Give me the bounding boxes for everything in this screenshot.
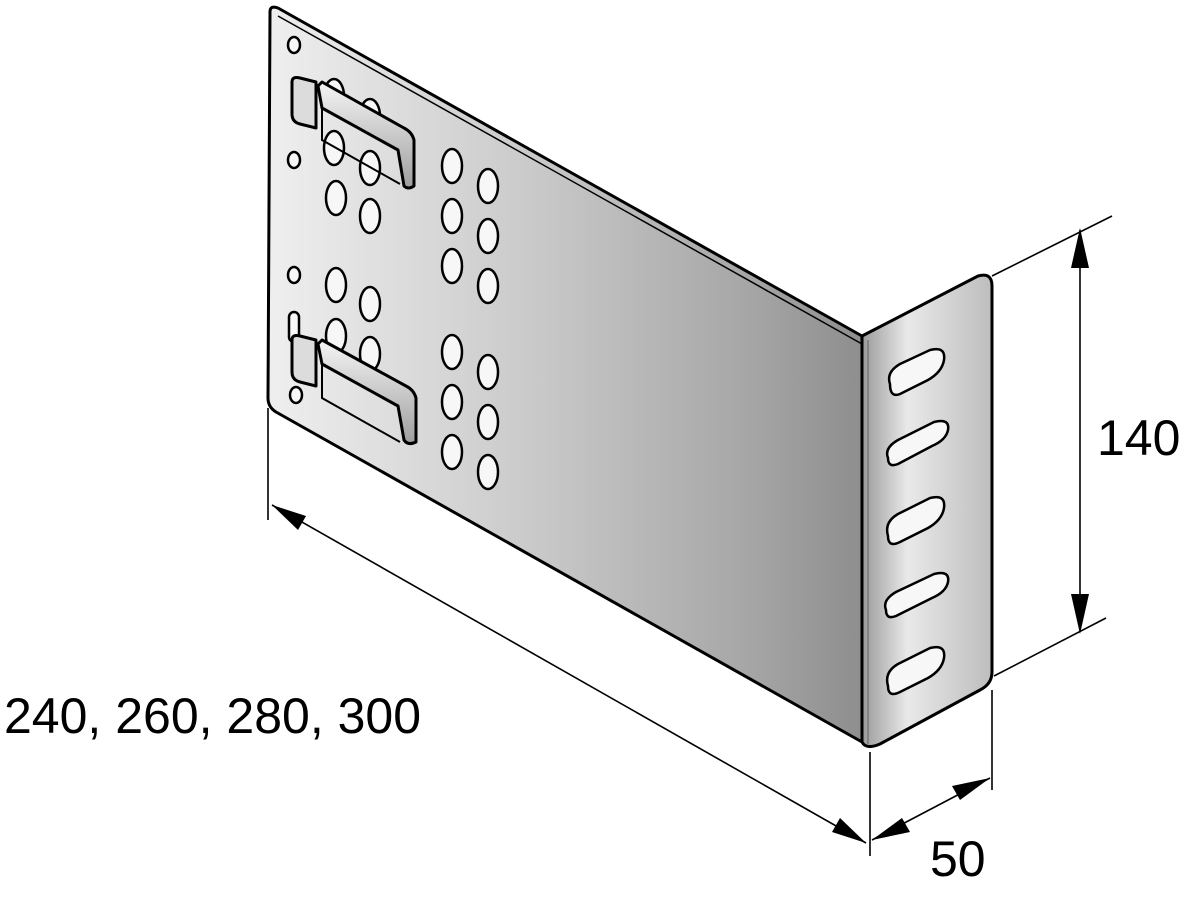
flange-slot xyxy=(883,571,950,619)
oval-hole xyxy=(322,129,346,167)
arrowhead xyxy=(832,818,866,843)
round-hole xyxy=(288,385,304,405)
oval-hole xyxy=(440,247,464,285)
oval-hole xyxy=(440,147,464,185)
round-hole xyxy=(286,265,302,285)
clip-body xyxy=(316,80,416,190)
oval-hole xyxy=(440,433,464,471)
oval-hole xyxy=(476,353,500,391)
oval-hole xyxy=(440,333,464,371)
spring-clip-upper xyxy=(290,76,416,190)
round-hole xyxy=(286,150,302,170)
round-hole xyxy=(286,35,302,55)
flange-slot xyxy=(885,419,950,467)
clip-tab xyxy=(290,76,318,130)
oval-hole xyxy=(324,179,348,217)
arrowhead xyxy=(952,778,990,800)
height-dimension-label: 140 xyxy=(1097,410,1180,466)
depth-dimension-label: 50 xyxy=(930,831,986,887)
flange-slots xyxy=(883,347,950,696)
arrowhead xyxy=(1071,228,1089,268)
oval-hole xyxy=(476,167,500,205)
oval-hole xyxy=(440,383,464,421)
dimension-depth xyxy=(871,690,993,841)
length-dimension-label: 240, 260, 280, 300 xyxy=(4,688,421,744)
oval-hole xyxy=(358,285,382,323)
clip-tab xyxy=(290,334,318,388)
main-plate-top-edge xyxy=(277,15,863,345)
oval-hole xyxy=(324,266,348,304)
oval-hole xyxy=(476,453,500,491)
flange-slot xyxy=(885,495,946,546)
flange-slot xyxy=(887,347,946,397)
oval-hole xyxy=(440,197,464,235)
arrowhead xyxy=(272,505,306,530)
round-holes xyxy=(286,35,304,405)
clip-bend xyxy=(321,108,401,185)
arrowhead xyxy=(872,818,910,840)
clip-bend xyxy=(321,364,401,443)
dimension-height xyxy=(991,215,1113,677)
flange-slot xyxy=(885,645,946,696)
oval-hole xyxy=(476,267,500,305)
oval-hole xyxy=(358,197,382,235)
oval-hole xyxy=(476,217,500,255)
dimension-length xyxy=(267,408,871,856)
oval-hole xyxy=(476,403,500,441)
arrowhead xyxy=(1071,594,1089,634)
spring-clip-lower xyxy=(290,334,418,446)
clip-body xyxy=(316,338,418,446)
